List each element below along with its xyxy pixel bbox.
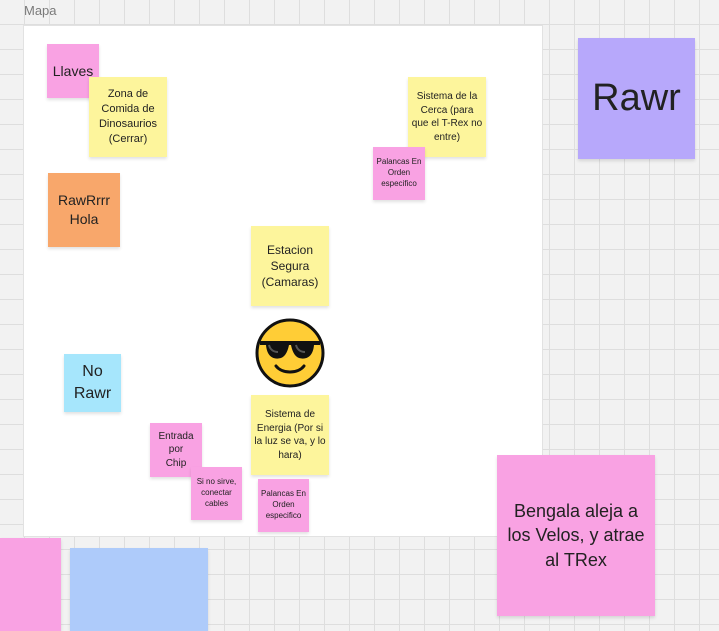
smiling-face-with-sunglasses-icon bbox=[255, 318, 325, 388]
sticky-palancas-top[interactable]: Palancas En Orden especifico bbox=[373, 147, 425, 200]
sticky-sistema-cerca[interactable]: Sistema de la Cerca (para que el T-Rex n… bbox=[408, 77, 486, 157]
sticky-llaves[interactable]: Llaves bbox=[47, 44, 99, 98]
sticky-rawrrrr-hola[interactable]: RawRrrr Hola bbox=[48, 173, 120, 247]
sticky-estacion-segura[interactable]: Estacion Segura (Camaras) bbox=[251, 226, 329, 306]
sticky-blue-partial[interactable] bbox=[70, 548, 208, 631]
frame-title: Mapa bbox=[24, 3, 57, 18]
sticky-si-no-sirve[interactable]: Si no sirve, conectar cables bbox=[191, 467, 242, 520]
sticky-bengala[interactable]: Bengala aleja a los Velos, y atrae al TR… bbox=[497, 455, 655, 616]
sticky-no-rawr[interactable]: No Rawr bbox=[64, 354, 121, 412]
sticky-sistema-energia[interactable]: Sistema de Energia (Por si la luz se va,… bbox=[251, 395, 329, 475]
sticky-rawr[interactable]: Rawr bbox=[578, 38, 695, 159]
sticky-palancas-bottom[interactable]: Palancas En Orden especifico bbox=[258, 479, 309, 532]
sticky-pink-partial[interactable] bbox=[0, 538, 61, 631]
sticky-zona-comida[interactable]: Zona de Comida de Dinosaurios (Cerrar) bbox=[89, 77, 167, 157]
